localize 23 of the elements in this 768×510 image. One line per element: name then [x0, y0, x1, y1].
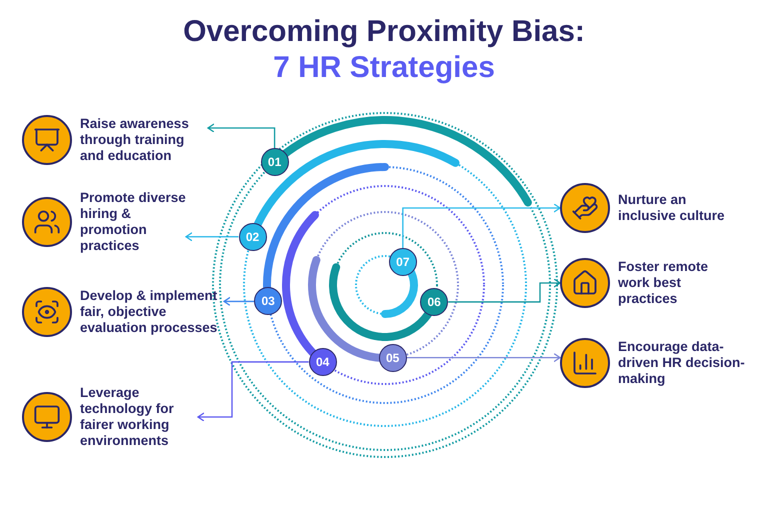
strategy-text: Develop & implement fair, objective evaluation processes — [80, 288, 218, 336]
arrow — [207, 123, 276, 148]
step-number-circle: 01 — [260, 148, 289, 176]
subtitle: 7 HR Strategies — [272, 50, 496, 86]
arrow — [185, 232, 238, 242]
arrow — [402, 203, 561, 248]
step-number-circle: 06 — [420, 288, 448, 316]
step-number-circle: 07 — [388, 248, 417, 276]
strategy-text: Leverage technology for fairer working environments — [80, 385, 175, 449]
arrow — [406, 352, 561, 362]
strategy-text: Raise awareness through training and education — [80, 116, 190, 164]
arrow — [223, 296, 254, 306]
step-number-circle: 03 — [254, 287, 282, 316]
strategy-text: Encourage data-driven HR decision-making — [618, 339, 746, 387]
strategy-text: Foster remote work best practices — [618, 259, 710, 307]
step-number-circle: 04 — [308, 348, 337, 376]
step-number-circle: 05 — [378, 344, 407, 372]
step-number-circle: 02 — [238, 222, 266, 251]
strategy-text: Promote diverse hiring & promotion practices — [80, 190, 186, 254]
title: Overcoming Proximity Bias: — [182, 14, 586, 50]
arrow — [197, 361, 309, 422]
arrow — [448, 278, 561, 303]
strategy-text: Nurture an inclusive culture — [618, 192, 726, 224]
